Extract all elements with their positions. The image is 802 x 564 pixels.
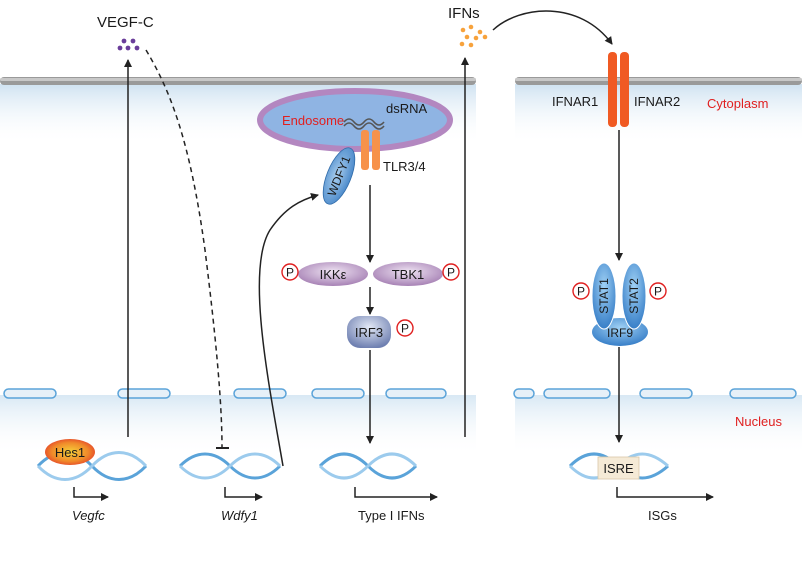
vegfc-ligand-label: VEGF-C — [97, 14, 154, 31]
nucleus-label: Nucleus — [735, 414, 782, 429]
dna-wdfy1 — [178, 452, 282, 480]
isre-element: ISRE — [597, 456, 640, 480]
vegfc-ligand-dots — [117, 38, 140, 51]
promoter-arrows — [73, 487, 714, 501]
wdfy1-protein: WDFY1 — [322, 147, 356, 205]
wdfy1-expression-arrow — [258, 193, 319, 467]
ifns-label: IFNs — [448, 5, 480, 22]
vegfc-inhibition-line — [145, 49, 223, 448]
phospho-badge: P — [442, 263, 460, 281]
irf3-label: IRF3 — [355, 325, 383, 340]
irf9-label: IRF9 — [607, 326, 633, 340]
gene-wdfy1-label: Wdfy1 — [221, 508, 258, 523]
phospho-badge: P — [572, 282, 590, 300]
tlr-receptor — [361, 130, 380, 170]
phospho-badge: P — [649, 282, 667, 300]
phospho-badge: P — [281, 263, 299, 281]
isgf3-complex — [591, 262, 648, 346]
ifn-to-receptor-arrow — [492, 10, 613, 45]
endosome — [257, 88, 453, 152]
gene-vegfc-label: Vegfc — [72, 508, 105, 523]
cytoplasm-label: Cytoplasm — [707, 96, 768, 111]
irf3-protein: IRF3 — [347, 316, 391, 348]
phospho-label: P — [401, 322, 409, 336]
hes1-protein: Hes1 — [45, 439, 95, 465]
endosome-label: Endosome — [282, 113, 344, 128]
phospho-badge: P — [396, 319, 414, 337]
dsrna-strand — [343, 118, 385, 130]
dna-type1-ifn — [318, 452, 418, 480]
stat2-label: STAT2 — [627, 278, 641, 314]
tbk1-kinase: TBK1 — [373, 262, 443, 286]
ikke-kinase: IKKε — [298, 262, 368, 286]
hes1-label: Hes1 — [55, 445, 85, 460]
ifn-dots — [459, 24, 488, 48]
gene-type1-ifns-label: Type I IFNs — [358, 508, 425, 523]
plasma-membrane — [0, 77, 802, 85]
nuclear-envelope — [0, 388, 802, 455]
isre-label: ISRE — [603, 461, 634, 476]
ifnar-receptor — [608, 52, 629, 127]
phospho-label: P — [577, 285, 585, 299]
phospho-label: P — [654, 285, 662, 299]
dsrna-label: dsRNA — [386, 101, 428, 116]
phospho-label: P — [286, 266, 294, 280]
phospho-label: P — [447, 266, 455, 280]
gene-isgs-label: ISGs — [648, 508, 677, 523]
tbk1-label: TBK1 — [392, 267, 425, 282]
ifnar2-label: IFNAR2 — [634, 94, 680, 109]
tlr-label: TLR3/4 — [383, 159, 426, 174]
ifnar1-label: IFNAR1 — [552, 94, 598, 109]
ikke-label: IKKε — [320, 267, 347, 282]
stat1-label: STAT1 — [597, 278, 611, 314]
